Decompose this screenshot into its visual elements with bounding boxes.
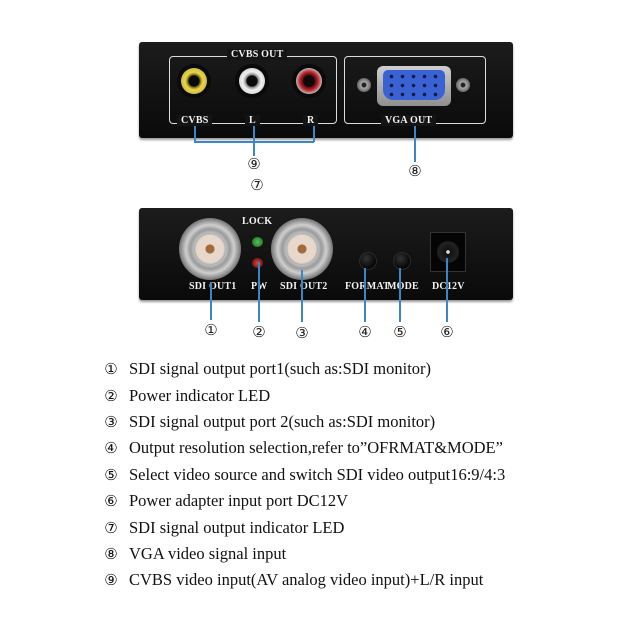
legend-item: ④ Output resolution selection,refer to”OF… — [101, 435, 505, 461]
sdi-out2-label: SDI OUT2 — [280, 281, 328, 292]
callout-4: ④ — [358, 323, 372, 341]
callout-5: ⑤ — [393, 323, 407, 341]
dc12v-jack — [430, 232, 466, 272]
cvbs-label: CVBS — [177, 115, 213, 126]
callout-7: ⑦ — [250, 176, 264, 194]
callout-line-3 — [301, 270, 303, 322]
pw-led — [252, 258, 263, 268]
legend-marker: ⑦ — [104, 518, 118, 537]
rca-jack-l — [235, 64, 269, 98]
legend-text: SDI signal output port 2(such as:SDI mon… — [129, 411, 436, 431]
legend-item: ② Power indicator LED — [101, 382, 505, 408]
legend-text: VGA video signal input — [129, 543, 287, 563]
lock-led — [252, 237, 263, 247]
top-panel: CVBS OUT CVBS L R VGA OUT — [139, 42, 513, 138]
vga-screw-right — [456, 78, 470, 92]
legend-item: ⑧ VGA video signal input — [101, 541, 505, 567]
rca-jack-r — [292, 64, 326, 98]
rca-jack-cvbs — [177, 64, 211, 98]
legend-item: ⑦ SDI signal output indicator LED — [101, 514, 505, 540]
callout-line-8 — [414, 126, 416, 162]
legend-marker: ③ — [104, 412, 118, 431]
callout-6: ⑥ — [440, 323, 454, 341]
callout-line-1 — [210, 282, 212, 320]
cvbs-group-title: CVBS OUT — [227, 49, 288, 60]
legend-text: SDI signal output port1(such as:SDI moni… — [129, 359, 432, 379]
legend-item: ⑤ Select video source and switch SDI vide… — [101, 462, 505, 488]
legend-marker: ⑥ — [104, 492, 118, 511]
r-label: R — [303, 115, 319, 126]
legend-list: ① SDI signal output port1(such as:SDI mon… — [101, 356, 505, 594]
callout-line-9-cvbs — [194, 126, 196, 142]
callout-line-9-l — [253, 126, 255, 156]
legend-marker: ② — [104, 386, 118, 405]
l-label: L — [245, 115, 260, 126]
callout-1: ① — [204, 321, 218, 339]
vga-connector — [383, 70, 445, 100]
format-label: FORMAT — [345, 281, 390, 292]
legend-marker: ⑨ — [104, 571, 118, 590]
legend-marker: ⑤ — [104, 465, 118, 484]
sdi-out2-bnc — [271, 218, 333, 280]
sdi-out1-bnc — [179, 218, 241, 280]
dc12v-label: DC12V — [432, 281, 465, 292]
legend-marker: ⑧ — [104, 544, 118, 563]
callout-9: ⑨ — [247, 155, 261, 173]
callout-line-9-r — [313, 126, 315, 142]
legend-marker: ① — [104, 360, 118, 379]
legend-text: CVBS video input(AV analog video input)+… — [129, 570, 484, 590]
callout-line-4 — [364, 268, 366, 322]
legend-item: ③ SDI signal output port 2(such as:SDI mo… — [101, 409, 505, 435]
format-button[interactable] — [359, 252, 377, 270]
vga-screw-left — [357, 78, 371, 92]
legend-item: ⑨ CVBS video input(AV analog video input)… — [101, 567, 505, 593]
callout-line-2 — [258, 262, 260, 322]
legend-marker: ④ — [104, 439, 118, 458]
callout-line-5 — [399, 268, 401, 322]
legend-text: Select video source and switch SDI video… — [129, 464, 506, 484]
legend-text: Output resolution selection,refer to”OFR… — [129, 438, 503, 458]
callout-3: ③ — [295, 324, 309, 342]
legend-text: SDI signal output indicator LED — [129, 517, 345, 537]
legend-text: Power adapter input port DC12V — [129, 491, 349, 511]
vga-label: VGA OUT — [381, 115, 437, 126]
legend-text: Power indicator LED — [129, 385, 271, 405]
callout-line-6 — [446, 258, 448, 322]
sdi-out1-label: SDI OUT1 — [189, 281, 237, 292]
legend-item: ⑥ Power adapter input port DC12V — [101, 488, 505, 514]
lock-label: LOCK — [242, 216, 273, 227]
callout-2: ② — [252, 323, 266, 341]
legend-item: ① SDI signal output port1(such as:SDI mon… — [101, 356, 505, 382]
bottom-panel: SDI OUT1 LOCK PW SDI OUT2 FORMAT MODE DC… — [139, 208, 513, 300]
callout-8: ⑧ — [408, 162, 422, 180]
mode-label: MODE — [387, 281, 419, 292]
mode-button[interactable] — [393, 252, 411, 270]
